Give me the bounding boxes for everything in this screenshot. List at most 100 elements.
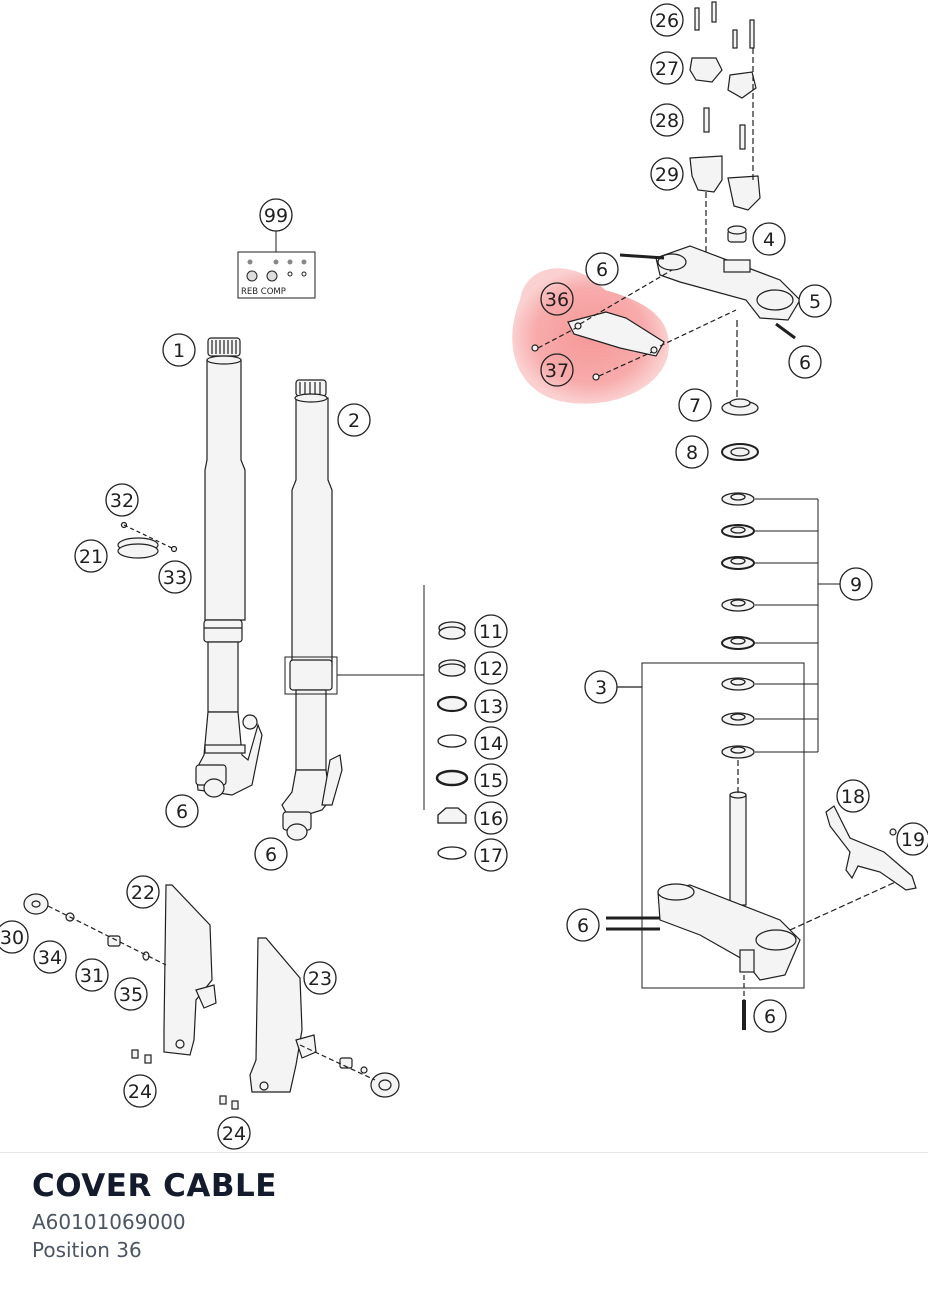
callout-circle: [650, 157, 684, 191]
fork-leg-2: [281, 379, 343, 841]
callout-circle: [74, 539, 108, 573]
callout-number: 99: [264, 205, 288, 227]
callout-c4[interactable]: 4: [752, 222, 786, 256]
callout-c16[interactable]: 16: [474, 801, 508, 835]
seal-detail-box: [284, 585, 425, 810]
callout-c6c[interactable]: 6: [165, 794, 199, 828]
callout-c11[interactable]: 11: [474, 614, 508, 648]
callout-number: 24: [128, 1081, 152, 1103]
callout-c30[interactable]: 30: [0, 920, 29, 954]
callout-c6a[interactable]: 6: [585, 252, 619, 286]
callout-number: 26: [655, 10, 679, 32]
callout-c1[interactable]: 1: [162, 333, 196, 367]
callout-number: 12: [479, 658, 503, 680]
callout-circle: [254, 837, 288, 871]
steering-bearings: [721, 398, 759, 759]
callout-number: 14: [479, 733, 503, 755]
callout-number: 32: [110, 490, 134, 512]
callout-c28[interactable]: 28: [650, 103, 684, 137]
callout-number: 6: [764, 1006, 776, 1028]
fork-guard-22: [163, 884, 217, 1056]
callout-c33[interactable]: 33: [158, 560, 192, 594]
lower-triple-clamp: [606, 662, 901, 1030]
callout-number: 3: [595, 677, 607, 699]
callout-number: 6: [265, 844, 277, 866]
callout-number: 6: [577, 915, 589, 937]
callout-number: 29: [655, 164, 679, 186]
callout-circle: [75, 958, 109, 992]
callout-circle: [259, 198, 293, 232]
callout-number: 5: [809, 291, 821, 313]
callout-c36[interactable]: 36: [540, 282, 574, 316]
callout-number: 13: [479, 696, 503, 718]
part-number: A60101069000: [32, 1210, 186, 1234]
callout-c7[interactable]: 7: [678, 388, 712, 422]
callout-c9[interactable]: 9: [839, 567, 873, 601]
callout-c32[interactable]: 32: [105, 483, 139, 517]
callout-circle: [474, 651, 508, 685]
rebound-compression-kit: REB COMP: [237, 230, 316, 299]
callout-circle: [105, 483, 139, 517]
callout-c24a[interactable]: 24: [123, 1074, 157, 1108]
callout-c5[interactable]: 5: [798, 284, 832, 318]
fork-guard-23: [249, 937, 317, 1093]
callout-c17[interactable]: 17: [474, 838, 508, 872]
callout-number: 37: [545, 360, 569, 382]
callout-circle: [896, 822, 928, 856]
spacer-bracket-9: [755, 498, 840, 753]
callout-number: 6: [799, 352, 811, 374]
callout-circle: [798, 284, 832, 318]
wire-clamp: [117, 521, 178, 559]
callout-circle: [33, 940, 67, 974]
callout-circle: [474, 614, 508, 648]
callout-c18[interactable]: 18: [836, 779, 870, 813]
callout-number: 15: [479, 770, 503, 792]
callout-number: 17: [479, 845, 503, 867]
callout-c26[interactable]: 26: [650, 3, 684, 37]
callout-circle: [474, 726, 508, 760]
callout-number: 34: [38, 947, 62, 969]
callout-c2[interactable]: 2: [337, 403, 371, 437]
callout-number: 6: [596, 259, 608, 281]
callout-number: 9: [850, 574, 862, 596]
callout-circle: [123, 1074, 157, 1108]
callout-c34[interactable]: 34: [33, 940, 67, 974]
callout-c22[interactable]: 22: [126, 875, 160, 909]
callout-c14[interactable]: 14: [474, 726, 508, 760]
callout-circle: [675, 435, 709, 469]
callout-number: 6: [176, 801, 188, 823]
callout-number: 19: [901, 829, 925, 851]
callout-c6d[interactable]: 6: [254, 837, 288, 871]
callout-c12[interactable]: 12: [474, 651, 508, 685]
callout-c13[interactable]: 13: [474, 689, 508, 723]
callout-c29[interactable]: 29: [650, 157, 684, 191]
callout-circle: [126, 875, 160, 909]
callout-c8[interactable]: 8: [675, 435, 709, 469]
callout-c35[interactable]: 35: [114, 977, 148, 1011]
part-position: Position 36: [32, 1238, 142, 1262]
callout-c99[interactable]: 99: [259, 198, 293, 232]
callout-circle: [839, 567, 873, 601]
callout-c3[interactable]: 3: [584, 670, 618, 704]
callout-c37[interactable]: 37: [540, 353, 574, 387]
callout-c24b[interactable]: 24: [217, 1116, 251, 1150]
callout-c6b[interactable]: 6: [788, 345, 822, 379]
callout-c6e[interactable]: 6: [566, 908, 600, 942]
callout-c21[interactable]: 21: [74, 539, 108, 573]
callout-c23[interactable]: 23: [303, 961, 337, 995]
callout-circle: [0, 920, 29, 954]
callout-c31[interactable]: 31: [75, 958, 109, 992]
kit-label: REB COMP: [241, 287, 286, 297]
callout-c27[interactable]: 27: [650, 51, 684, 85]
callout-c15[interactable]: 15: [474, 763, 508, 797]
callout-number: 22: [131, 882, 155, 904]
callout-circle: [678, 388, 712, 422]
exploded-parts-diagram: REB COMP: [0, 1, 928, 1150]
callout-c19[interactable]: 19: [896, 822, 928, 856]
callout-circle: [217, 1116, 251, 1150]
callout-circle: [474, 838, 508, 872]
callout-c6f[interactable]: 6: [753, 999, 787, 1033]
callout-circle: [114, 977, 148, 1011]
callout-circle: [474, 801, 508, 835]
